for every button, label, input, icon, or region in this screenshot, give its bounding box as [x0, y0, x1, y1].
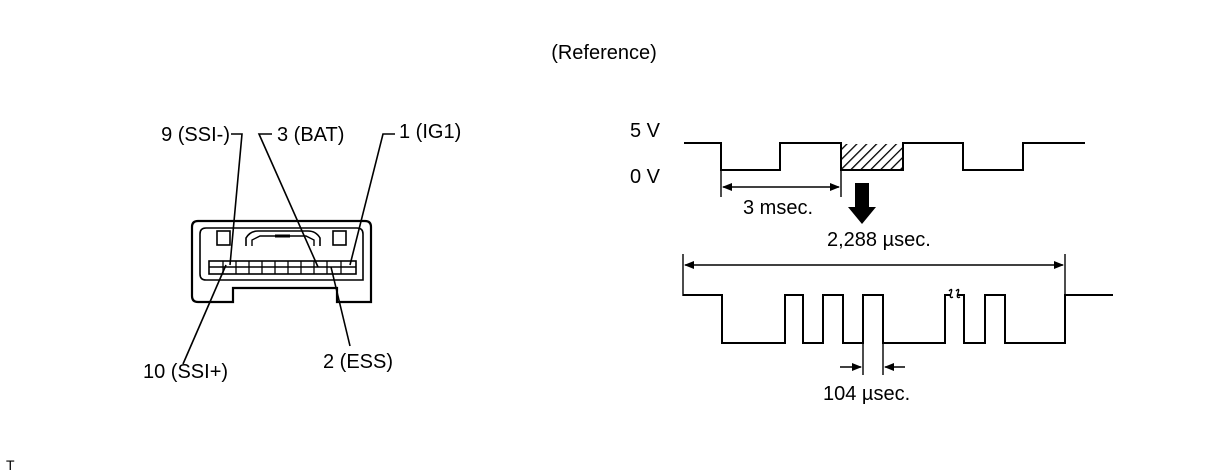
connector-housing: [190, 219, 373, 304]
voltage-high-label: 5 V: [630, 120, 661, 142]
connector-key: [245, 230, 321, 246]
pin-leader-lines: [182, 133, 395, 365]
connector-inner-shell: [199, 227, 364, 281]
pin-label-ssi-minus: 9 (SSI-): [161, 124, 230, 146]
bit-width-label: 104 µsec.: [823, 383, 910, 405]
left-lock-tab: [216, 230, 231, 246]
zoom-down-arrow: [848, 183, 876, 224]
leader-bat: [257, 133, 319, 268]
upper-waveform: [684, 142, 1085, 171]
connector-drawing: [182, 133, 395, 365]
lower-waveform-continued: [958, 294, 1113, 344]
corner-mark: T: [6, 457, 15, 473]
leader-ig1: [349, 133, 395, 266]
hatched-frame-segment: [842, 144, 902, 169]
pin-label-ig1: 1 (IG1): [399, 121, 461, 143]
period-label: 3 msec.: [743, 197, 813, 219]
pin-label-bat: 3 (BAT): [277, 124, 344, 146]
leader-ess: [330, 266, 351, 347]
leader-ssi-minus: [229, 133, 243, 266]
voltage-low-label: 0 V: [630, 166, 661, 188]
pin-label-ess: 2 (ESS): [323, 351, 393, 373]
diagram-title: (Reference): [551, 42, 657, 64]
lower-waveform: [683, 294, 950, 344]
waveform-break-mark: [948, 288, 961, 299]
right-lock-tab: [332, 230, 347, 246]
terminal-dividers: [222, 261, 342, 274]
frame-duration-label: 2,288 µsec.: [827, 229, 931, 251]
pin-label-ssi-plus: 10 (SSI+): [143, 361, 228, 383]
leader-ssi-plus: [182, 264, 227, 365]
